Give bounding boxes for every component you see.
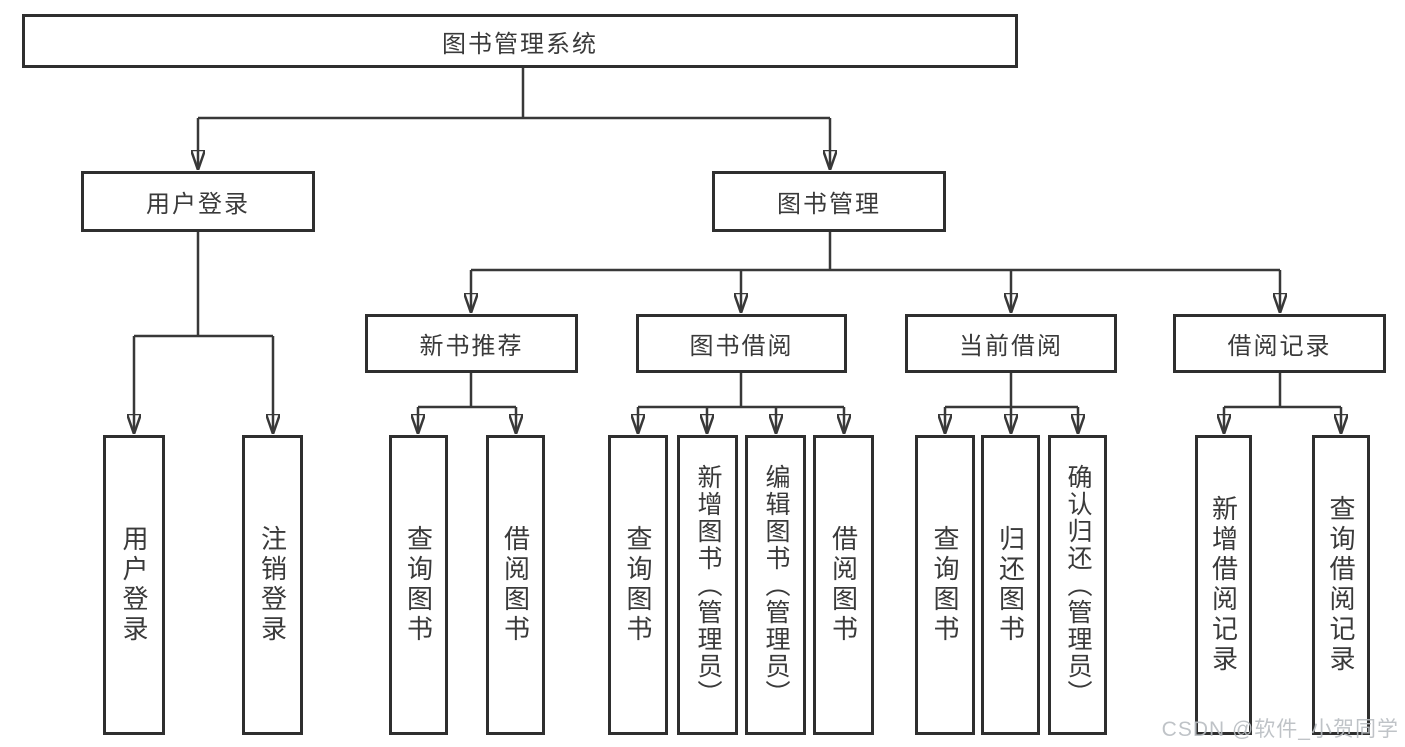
node-book-management: 图书管理 [712,171,946,232]
leaf-logout-label: 注销登录 [257,525,288,645]
leaf-confirm-return-admin: 确认归还（管理员） [1048,435,1107,735]
leaf-query-books-recommend: 查询图书 [389,435,448,735]
node-borrow-records-label: 借阅记录 [1227,333,1332,360]
node-new-book-recommend-label: 新书推荐 [419,333,524,360]
leaf-edit-book-admin-label: 编辑图书（管理员） [762,463,790,707]
node-user-login-label: 用户登录 [146,191,250,218]
leaf-add-borrow-record-label: 新增借阅记录 [1208,495,1239,675]
node-book-management-label: 图书管理 [777,191,881,218]
leaf-add-book-admin: 新增图书（管理员） [677,435,738,735]
node-book-borrow: 图书借阅 [636,314,847,373]
leaf-query-books-recommend-label: 查询图书 [403,525,434,645]
leaf-query-borrow-record: 查询借阅记录 [1312,435,1370,735]
node-root: 图书管理系统 [22,14,1018,68]
node-book-borrow-label: 图书借阅 [689,333,794,360]
leaf-return-books-label: 归还图书 [995,525,1026,645]
node-new-book-recommend: 新书推荐 [365,314,578,373]
leaf-user-login: 用户登录 [103,435,165,735]
node-borrow-records: 借阅记录 [1173,314,1386,373]
leaf-query-borrow-record-label: 查询借阅记录 [1326,495,1356,675]
leaf-edit-book-admin: 编辑图书（管理员） [745,435,806,735]
leaf-borrow-books-borrow: 借阅图书 [813,435,874,735]
leaf-return-books: 归还图书 [981,435,1040,735]
leaf-confirm-return-admin-label: 确认归还（管理员） [1064,463,1092,707]
leaf-borrow-books-recommend-label: 借阅图书 [500,525,531,645]
leaf-add-borrow-record: 新增借阅记录 [1195,435,1252,735]
leaf-query-books-borrow: 查询图书 [608,435,668,735]
leaf-query-books-current-label: 查询图书 [930,525,960,645]
leaf-logout: 注销登录 [242,435,303,735]
leaf-add-book-admin-label: 新增图书（管理员） [694,463,722,707]
leaf-query-books-current: 查询图书 [915,435,975,735]
node-current-borrow-label: 当前借阅 [959,333,1063,360]
leaf-query-books-borrow-label: 查询图书 [623,525,653,645]
node-user-login: 用户登录 [81,171,315,232]
node-current-borrow: 当前借阅 [905,314,1117,373]
leaf-borrow-books-borrow-label: 借阅图书 [828,525,859,645]
leaf-borrow-books-recommend: 借阅图书 [486,435,545,735]
node-root-label: 图书管理系统 [442,30,598,58]
leaf-user-login-label: 用户登录 [119,525,149,645]
